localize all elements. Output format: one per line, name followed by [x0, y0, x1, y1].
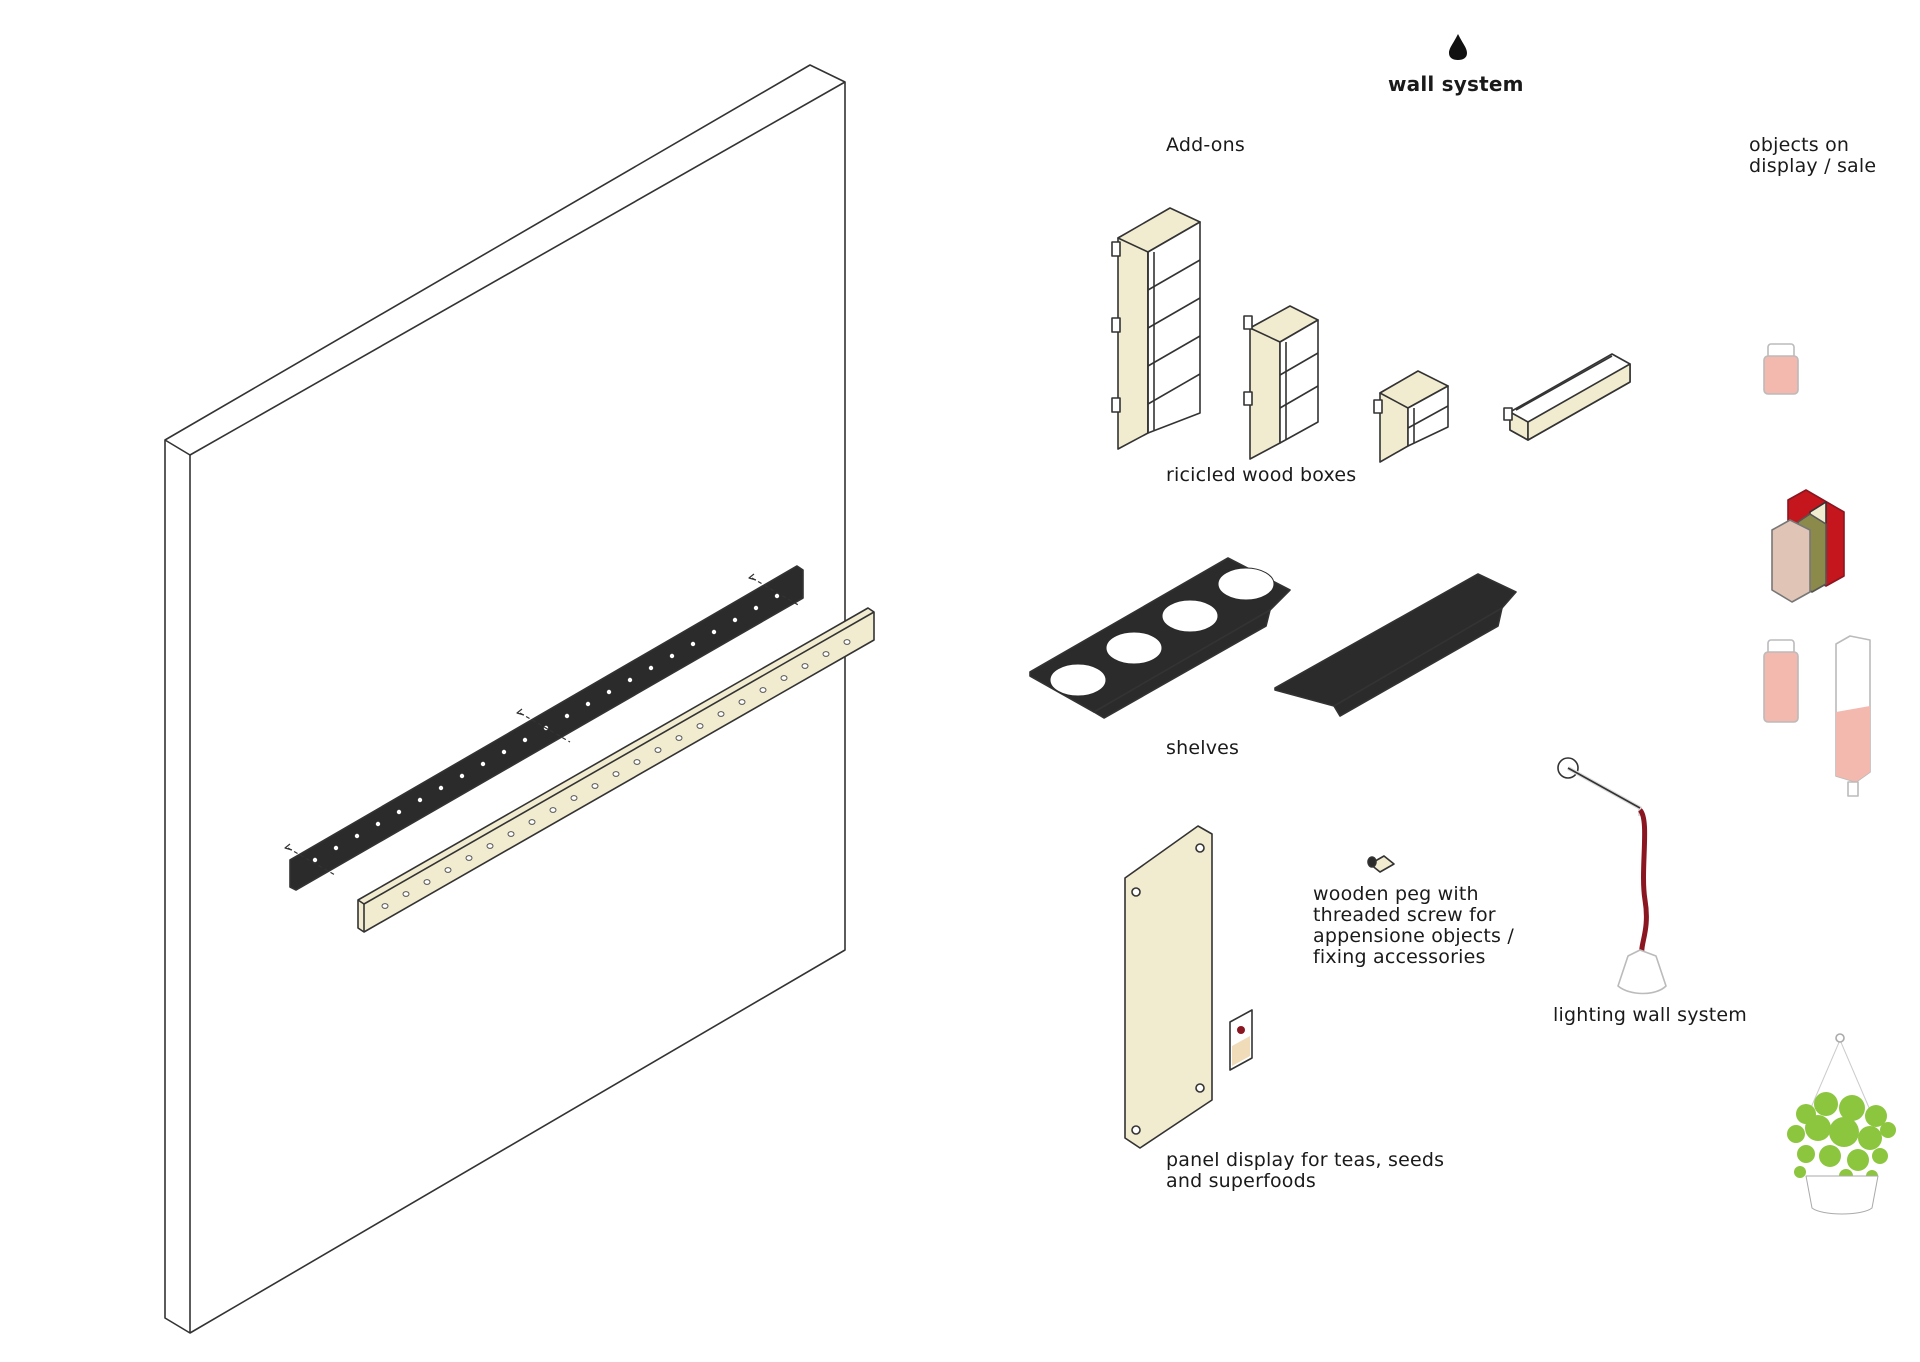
caption-panel-display: panel display for teas, seeds and superf…	[1166, 1149, 1445, 1192]
section-objects-heading: objects on display / sale	[1749, 134, 1877, 177]
section-addons-heading: Add-ons	[1166, 134, 1245, 156]
dispenser	[1835, 635, 1871, 797]
page-title: wall system	[1388, 72, 1524, 96]
shelf-flat	[1274, 573, 1517, 717]
wall-lamp	[1557, 757, 1667, 995]
books	[1771, 489, 1845, 603]
wood-box-tall	[1111, 207, 1201, 450]
hanging-plant	[1787, 1033, 1896, 1215]
wood-box-trough	[1503, 353, 1631, 441]
jar-small	[1763, 343, 1799, 395]
panel-display	[1124, 825, 1213, 1149]
caption-wood-boxes: ricicled wood boxes	[1166, 464, 1357, 486]
wall-panel	[164, 64, 846, 1334]
wooden-peg	[1367, 855, 1395, 873]
shelf-round-cutouts	[1029, 557, 1291, 719]
caption-lighting: lighting wall system	[1553, 1004, 1747, 1026]
caption-wooden-peg: wooden peg with threaded screw for appen…	[1313, 883, 1514, 968]
caption-shelves: shelves	[1166, 737, 1240, 759]
wood-box-medium	[1243, 305, 1319, 460]
wood-box-small	[1373, 370, 1449, 463]
drop-icon	[1449, 34, 1467, 60]
seed-sachet	[1229, 1009, 1253, 1071]
jar-tall	[1763, 639, 1799, 723]
fixing-arrows	[284, 573, 801, 876]
wood-rail	[357, 607, 875, 933]
